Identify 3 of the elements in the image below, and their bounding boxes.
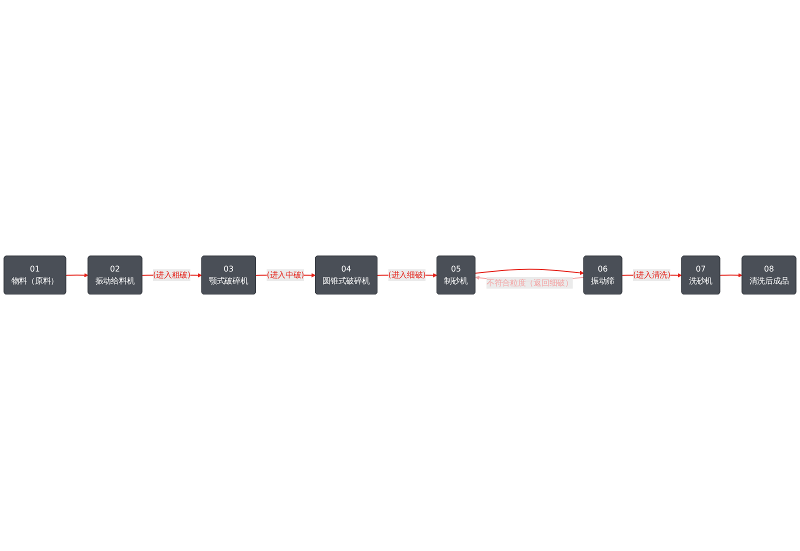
- arrow: [66, 274, 88, 278]
- arrow: [720, 274, 742, 278]
- arrow: [474, 269, 584, 276]
